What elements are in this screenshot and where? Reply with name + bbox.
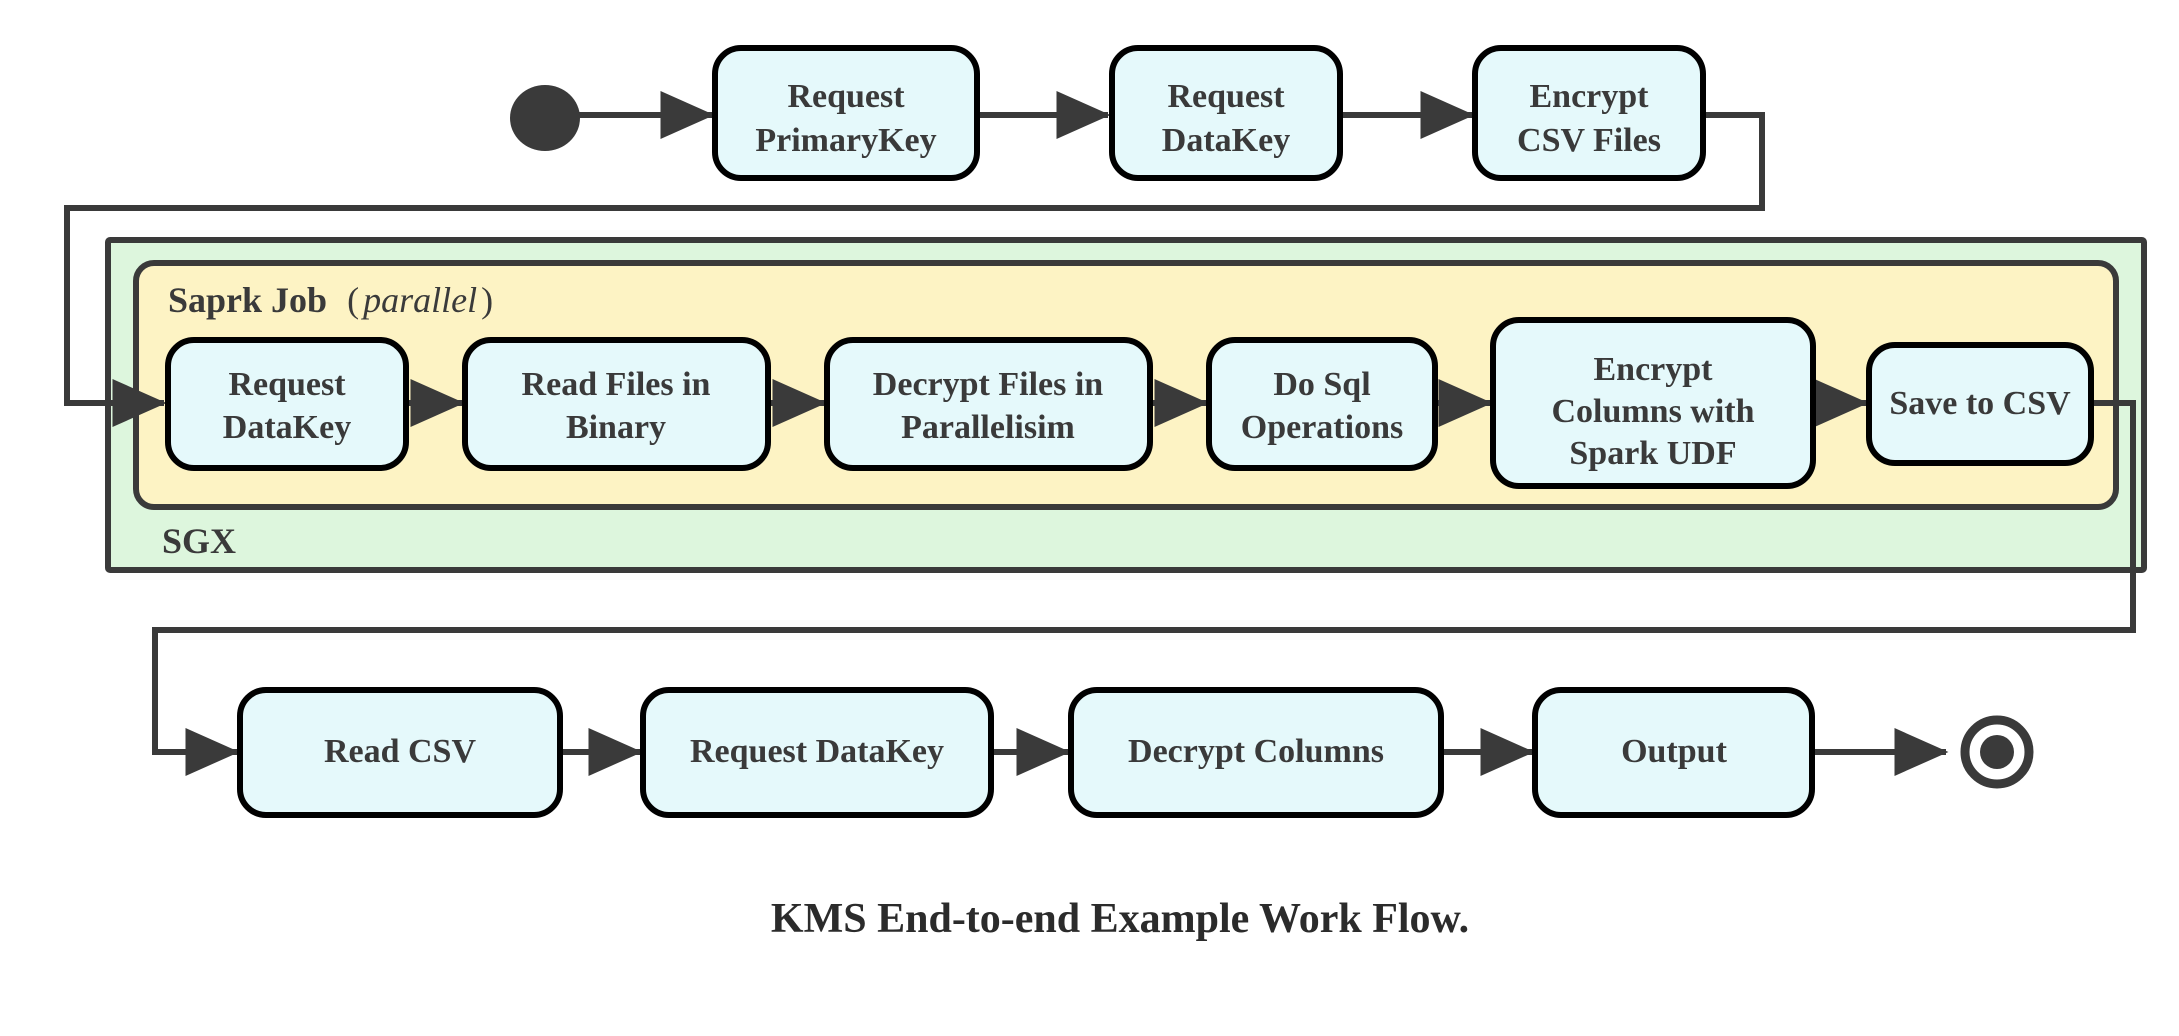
node-do-sql-operations[interactable]: Do Sql Operations (1206, 337, 1438, 471)
node-request-datakey-spark-line1: Request (228, 366, 346, 403)
node-request-datakey-top-line1: Request (1167, 78, 1285, 115)
node-encrypt-columns-line3: Spark UDF (1569, 435, 1736, 472)
group-spark-label-bold: Saprk Job (168, 280, 327, 320)
node-decrypt-columns-line1: Decrypt Columns (1128, 733, 1384, 770)
node-request-datakey-bottom[interactable]: Request DataKey (640, 687, 994, 818)
node-read-files-in-binary[interactable]: Read Files in Binary (462, 337, 771, 471)
node-request-datakey-top[interactable]: Request DataKey (1109, 45, 1343, 181)
node-request-primarykey-line2: PrimaryKey (755, 122, 936, 159)
node-request-datakey-spark[interactable]: Request DataKey (165, 337, 409, 471)
node-read-files-in-binary-line2: Binary (566, 409, 666, 446)
node-decrypt-files-line1: Decrypt Files in (873, 366, 1103, 403)
group-spark-label-open-paren: ( (347, 280, 359, 320)
node-save-to-csv[interactable]: Save to CSV (1866, 342, 2094, 466)
node-encrypt-columns-line1: Encrypt (1594, 351, 1714, 388)
node-do-sql-operations-line1: Do Sql (1273, 366, 1370, 403)
node-read-csv-line1: Read CSV (324, 733, 477, 770)
node-request-datakey-top-line2: DataKey (1162, 122, 1290, 159)
group-sgx-label: SGX (162, 521, 236, 561)
node-read-csv[interactable]: Read CSV (237, 687, 563, 818)
node-encrypt-csv-files[interactable]: Encrypt CSV Files (1472, 45, 1706, 181)
node-decrypt-files-line2: Parallelisim (901, 409, 1075, 446)
edge-save-csv-to-read-csv (152, 400, 2136, 776)
node-decrypt-files-in-parallelisim[interactable]: Decrypt Files in Parallelisim (824, 337, 1153, 471)
node-encrypt-csv-files-line2: CSV Files (1517, 122, 1661, 159)
figure-caption: KMS End-to-end Example Work Flow. (771, 896, 1469, 942)
node-do-sql-operations-line2: Operations (1241, 409, 1403, 446)
node-encrypt-csv-files-line1: Encrypt (1530, 78, 1650, 115)
node-request-primarykey[interactable]: Request PrimaryKey (712, 45, 980, 181)
node-decrypt-columns[interactable]: Decrypt Columns (1068, 687, 1444, 818)
start-node (510, 85, 580, 151)
node-request-datakey-spark-line2: DataKey (223, 409, 351, 446)
node-output-line1: Output (1621, 733, 1727, 770)
node-encrypt-columns-with-spark-udf[interactable]: Encrypt Columns with Spark UDF (1490, 317, 1816, 489)
node-request-primarykey-line1: Request (787, 78, 905, 115)
edge-encrypt-csv-to-spark-request-datakey (64, 112, 1765, 427)
node-read-files-in-binary-line1: Read Files in (522, 366, 711, 403)
node-save-to-csv-line1: Save to CSV (1889, 385, 2071, 422)
node-request-datakey-bottom-line1: Request DataKey (690, 733, 944, 770)
end-node (1960, 715, 2034, 789)
group-spark-label: Saprk Job ( parallel ) (168, 280, 493, 320)
node-encrypt-columns-line2: Columns with (1551, 393, 1754, 430)
group-spark-label-close-paren: ) (481, 280, 493, 320)
node-output[interactable]: Output (1532, 687, 1815, 818)
group-spark-label-italic: parallel (360, 280, 477, 320)
